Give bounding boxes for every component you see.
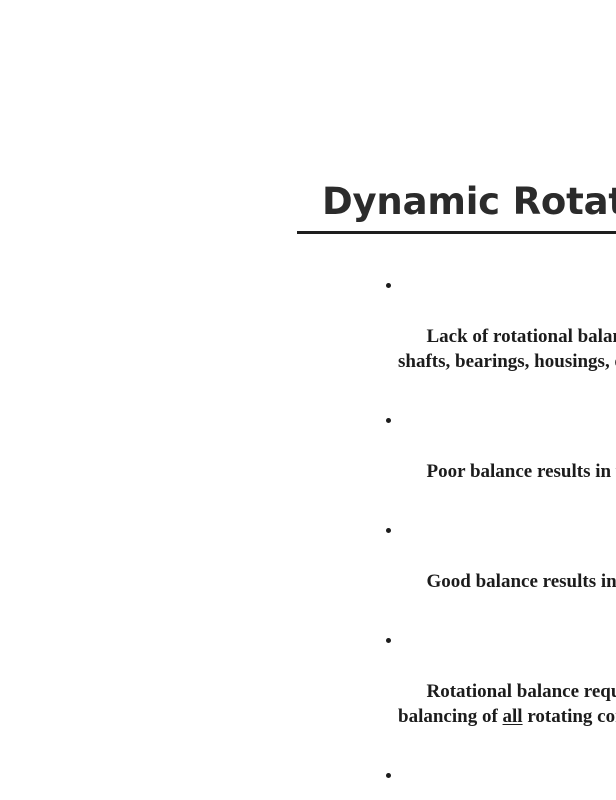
page-title: Dynamic Rotational Balance (322, 180, 616, 223)
list-item-emphasis-all: all (502, 706, 523, 727)
title-block: Dynamic Rotational Balance (322, 182, 616, 222)
list-item: Rotational balance is frequently desired… (386, 764, 616, 800)
list-item-label: Poor balance results in vibration (426, 461, 616, 482)
list-item-label: Good balance results in smooth operation (426, 571, 616, 592)
bullet-list: Lack of rotational balance damages shaft… (386, 274, 616, 800)
list-item: Rotational balance requires the balancin… (386, 629, 616, 754)
list-item-text-post: rotating components (527, 706, 616, 727)
bullet-dot-icon (386, 773, 391, 778)
list-item: Good balance results in smooth operation (386, 519, 616, 619)
bullet-dot-icon (386, 418, 391, 423)
title-divider (297, 231, 616, 234)
list-item-text-pre: Rotational balance requires the balancin… (398, 681, 616, 727)
list-item-label: Lack of rotational balance damages shaft… (398, 326, 616, 372)
bullet-dot-icon (386, 528, 391, 533)
bullet-dot-icon (386, 638, 391, 643)
bullet-dot-icon (386, 283, 391, 288)
list-item-label: Rotational balance requires the balancin… (398, 681, 616, 727)
list-item: Poor balance results in vibration (386, 409, 616, 509)
list-item: Lack of rotational balance damages shaft… (386, 274, 616, 399)
